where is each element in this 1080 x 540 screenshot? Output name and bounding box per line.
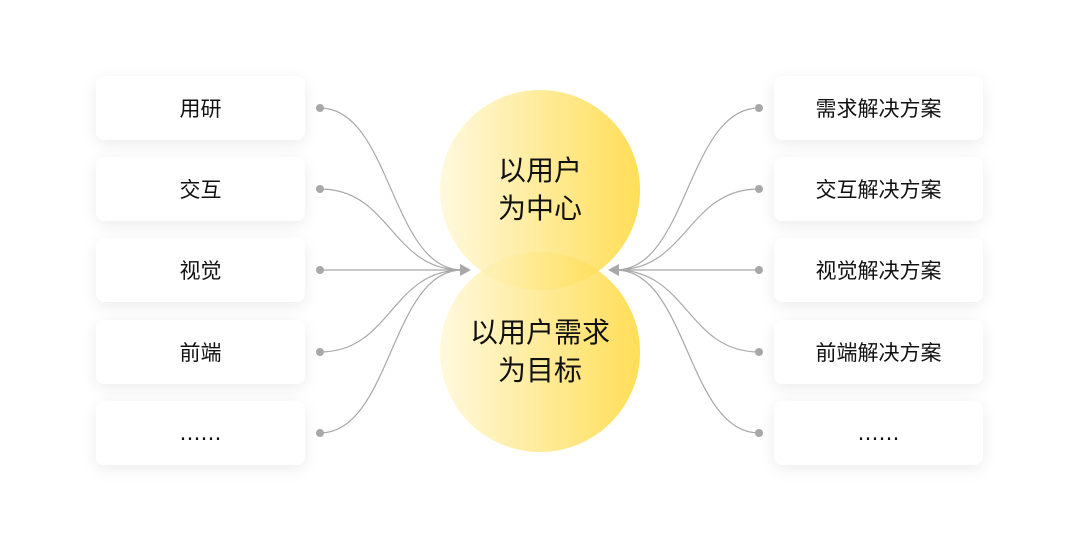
right-connector-dot	[755, 429, 763, 437]
arrow-right-icon	[608, 264, 619, 276]
left-item-visual: 视觉	[96, 238, 305, 302]
center-bottom-line1: 以用户需求	[469, 316, 610, 349]
right-connector	[615, 269, 760, 353]
left-item-interaction: 交互	[96, 157, 305, 221]
right-connector-dot	[755, 185, 763, 193]
right-connector	[615, 269, 760, 434]
left-connector	[319, 269, 463, 434]
left-connector-dot	[316, 104, 324, 112]
right-item-frontend-solution: 前端解决方案	[774, 320, 983, 384]
center-bottom-text: 以用户需求 为目标	[440, 314, 640, 390]
center-top-line2: 为中心	[497, 192, 582, 225]
left-connector	[319, 107, 463, 271]
left-item-research: 用研	[96, 76, 305, 140]
right-item-requirement-solution: 需求解决方案	[774, 76, 983, 140]
left-item-frontend: 前端	[96, 320, 305, 384]
left-item-more: ……	[96, 401, 305, 465]
right-connector	[615, 188, 760, 271]
right-connector	[615, 107, 760, 271]
center-top-line1: 以用户	[497, 154, 582, 187]
right-item-interaction-solution: 交互解决方案	[774, 157, 983, 221]
left-connector	[319, 269, 463, 353]
left-connector-dot	[316, 429, 324, 437]
circle-user-needs	[440, 252, 640, 452]
right-connector-dot	[755, 266, 763, 274]
arrow-left-icon	[460, 264, 471, 276]
center-bottom-line2: 为目标	[497, 354, 582, 387]
right-item-visual-solution: 视觉解决方案	[774, 238, 983, 302]
center-top-text: 以用户 为中心	[440, 152, 640, 228]
left-connector-dot	[316, 185, 324, 193]
left-connector	[319, 188, 463, 271]
left-connector-dot	[316, 266, 324, 274]
circle-user-center	[440, 90, 640, 290]
right-item-more: ……	[774, 401, 983, 465]
right-connector-dot	[755, 104, 763, 112]
left-connector-dot	[316, 348, 324, 356]
right-connector-dot	[755, 348, 763, 356]
